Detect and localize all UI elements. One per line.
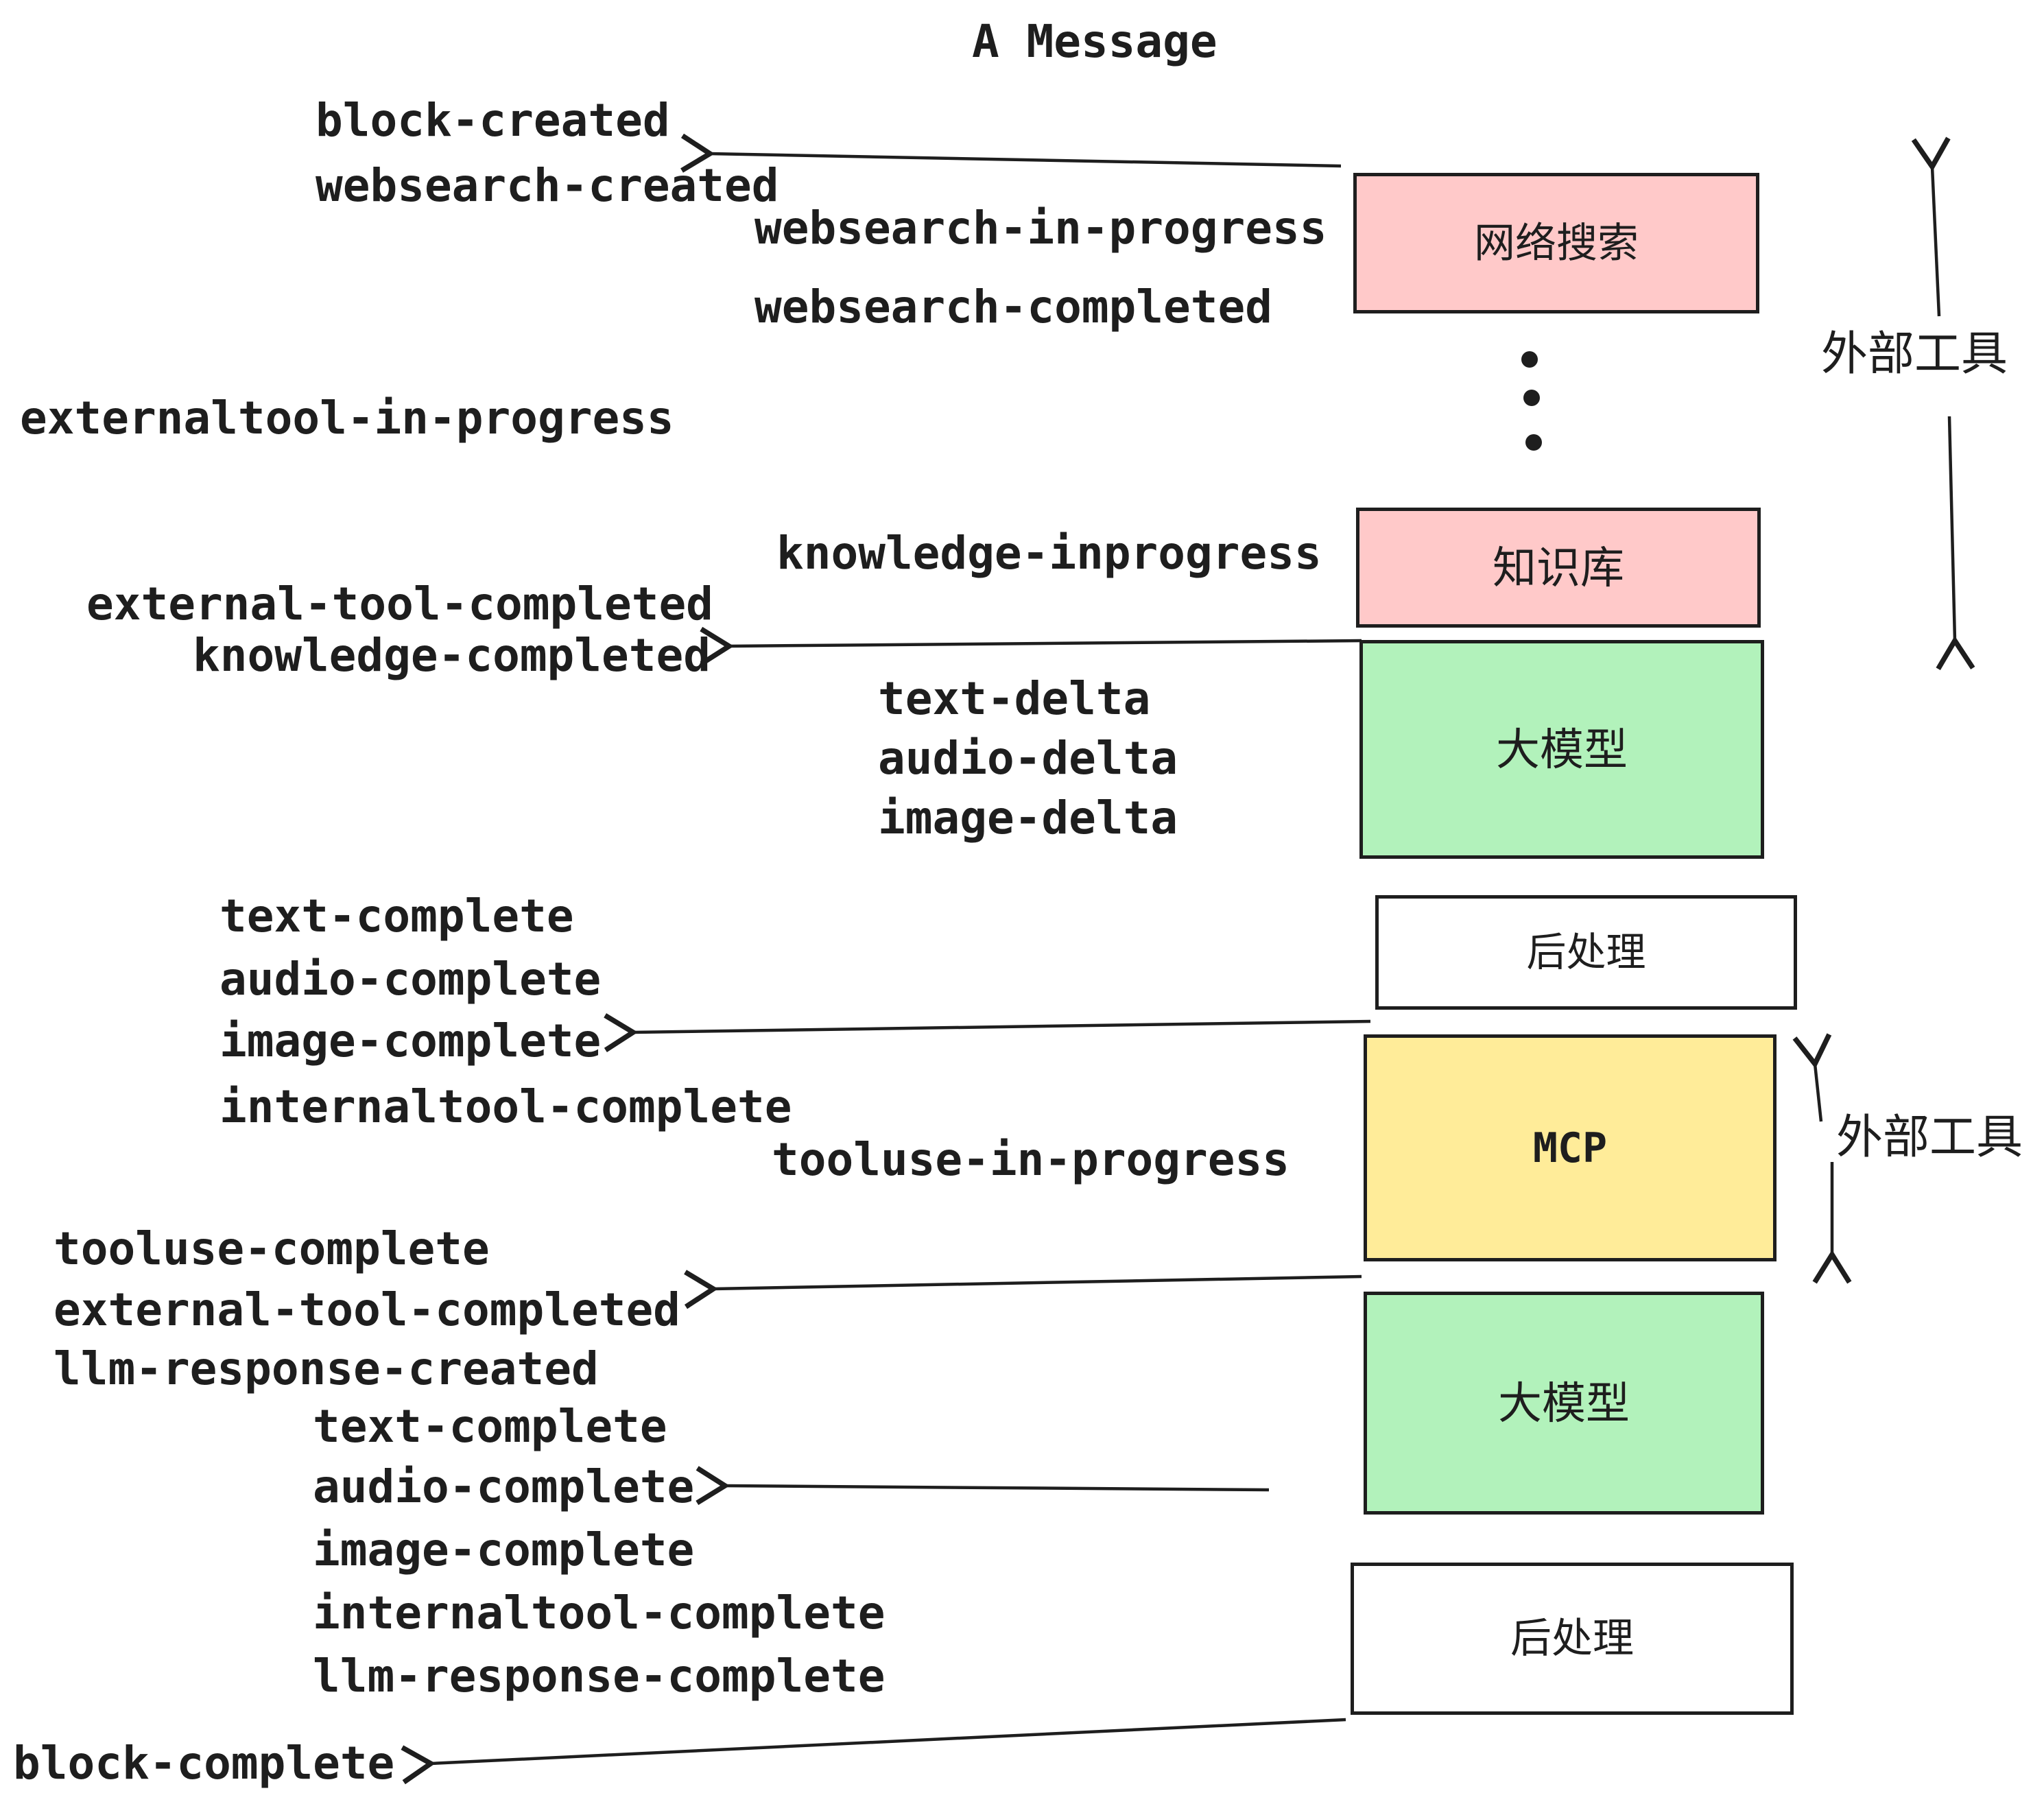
external-tools-label-top: 外部工具 bbox=[1821, 328, 2008, 380]
ellipsis-dots bbox=[1521, 351, 1542, 451]
box-websearch: 网络搜索 bbox=[1353, 173, 1759, 313]
box-post-2: 后处理 bbox=[1351, 1563, 1794, 1715]
event-externaltool-in-progress: externaltool-in-progress bbox=[20, 392, 674, 444]
event-audio-complete-2: audio-complete bbox=[313, 1460, 695, 1513]
event-external-tool-completed-1: external-tool-completed bbox=[86, 578, 713, 630]
external-tools-label-mcp: 外部工具 bbox=[1836, 1111, 2023, 1163]
box-mcp: MCP bbox=[1364, 1034, 1776, 1261]
event-knowledge-inprogress: knowledge-inprogress bbox=[776, 527, 1322, 580]
box-llm-2-label: 大模型 bbox=[1498, 1378, 1630, 1428]
event-tooluse-in-progress: tooluse-in-progress bbox=[772, 1133, 1290, 1186]
event-llm-response-created: llm-response-created bbox=[54, 1342, 599, 1395]
event-websearch-completed: websearch-completed bbox=[754, 281, 1272, 333]
event-block-complete: block-complete bbox=[13, 1737, 395, 1790]
box-knowledge: 知识库 bbox=[1356, 508, 1761, 628]
arrow-image-complete bbox=[604, 1013, 1371, 1053]
diagram-title: A Message bbox=[972, 15, 1217, 68]
box-post-1-label: 后处理 bbox=[1526, 929, 1646, 975]
box-llm-1-label: 大模型 bbox=[1496, 724, 1628, 774]
event-audio-delta-1: audio-delta bbox=[878, 732, 1178, 785]
event-image-complete-2: image-complete bbox=[313, 1523, 695, 1576]
event-text-delta-1: text-delta bbox=[878, 672, 1151, 725]
arrow-block-complete bbox=[401, 1718, 1346, 1785]
arrow-audio-complete bbox=[696, 1466, 1270, 1506]
box-knowledge-label: 知识库 bbox=[1493, 543, 1624, 593]
event-internaltool-complete-2: internaltool-complete bbox=[313, 1587, 886, 1639]
event-audio-complete-1: audio-complete bbox=[219, 953, 602, 1006]
event-block-created: block-created bbox=[316, 94, 670, 147]
box-post-2-label: 后处理 bbox=[1510, 1615, 1634, 1661]
event-tooluse-complete: tooluse-complete bbox=[54, 1222, 490, 1275]
box-websearch-label: 网络搜索 bbox=[1474, 219, 1639, 266]
box-llm-2: 大模型 bbox=[1364, 1292, 1764, 1515]
event-websearch-created: websearch-created bbox=[316, 159, 779, 212]
event-text-complete-2: text-complete bbox=[313, 1400, 667, 1453]
event-image-delta-1: image-delta bbox=[878, 792, 1178, 844]
event-websearch-in-progress: websearch-in-progress bbox=[754, 202, 1327, 254]
external-tools-arrow-down bbox=[1936, 416, 1975, 670]
event-llm-response-complete: llm-response-complete bbox=[313, 1650, 886, 1702]
arrow-tooluse-complete bbox=[684, 1270, 1362, 1309]
box-mcp-label: MCP bbox=[1532, 1124, 1608, 1172]
arrow-block-created bbox=[680, 133, 1342, 173]
external-tools-arrow-up bbox=[1911, 137, 1951, 317]
event-internaltool-complete-1: internaltool-complete bbox=[219, 1080, 792, 1133]
box-post-1: 后处理 bbox=[1375, 895, 1797, 1010]
event-text-complete-1: text-complete bbox=[219, 890, 574, 942]
event-knowledge-completed: knowledge-completed bbox=[193, 629, 711, 682]
box-llm-1: 大模型 bbox=[1359, 640, 1764, 859]
arrow-knowledge-completed bbox=[700, 626, 1362, 666]
mcp-external-tools-arrow-up bbox=[1792, 1033, 1832, 1122]
event-external-tool-completed-2: external-tool-completed bbox=[54, 1283, 680, 1336]
event-image-complete-1: image-complete bbox=[219, 1014, 602, 1067]
